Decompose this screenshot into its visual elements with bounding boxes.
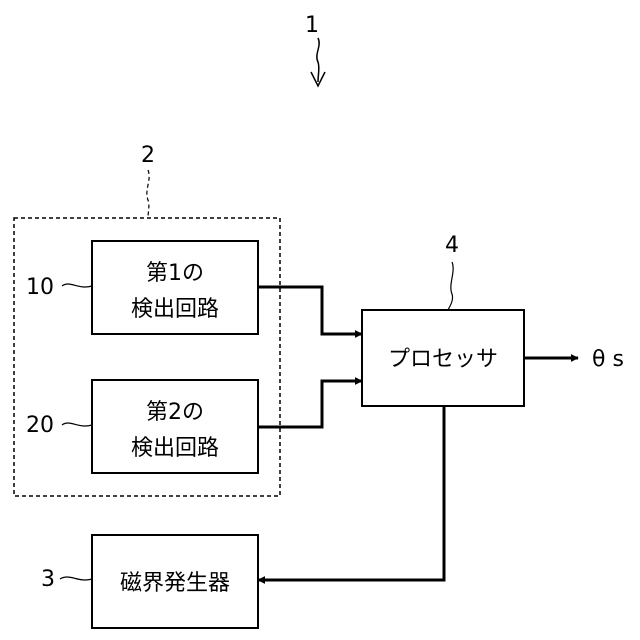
second-detection-circuit-line1: 第2の (146, 400, 204, 425)
processor-ref-label: 4 (445, 233, 459, 258)
magnet-ref-label: 3 (41, 567, 55, 592)
group-ref-label: 2 (141, 143, 155, 168)
magnet-ref-leader (60, 577, 92, 580)
overall-ref-leader (317, 38, 319, 82)
magnetic-field-generator-label: 磁界発生器 (120, 571, 230, 596)
circuit1-to-processor-line (258, 287, 362, 334)
circuit1-ref-leader (62, 284, 92, 287)
overall-ref-label: 1 (305, 13, 319, 38)
circuit2-ref-label: 20 (26, 413, 54, 438)
circuit1-ref-label: 10 (26, 275, 54, 300)
processor-ref-leader (448, 262, 453, 310)
circuit2-to-processor-line (258, 381, 362, 427)
second-detection-circuit-line2: 検出回路 (131, 436, 219, 461)
first-detection-circuit-line1: 第1の (146, 261, 204, 286)
first-detection-circuit-line2: 検出回路 (131, 297, 219, 322)
circuit2-ref-leader (62, 423, 92, 426)
group-ref-leader (147, 170, 149, 218)
processor-label: プロセッサ (388, 347, 498, 372)
output-theta-label: θ s (592, 347, 624, 372)
processor-to-magnet-line (258, 406, 444, 580)
